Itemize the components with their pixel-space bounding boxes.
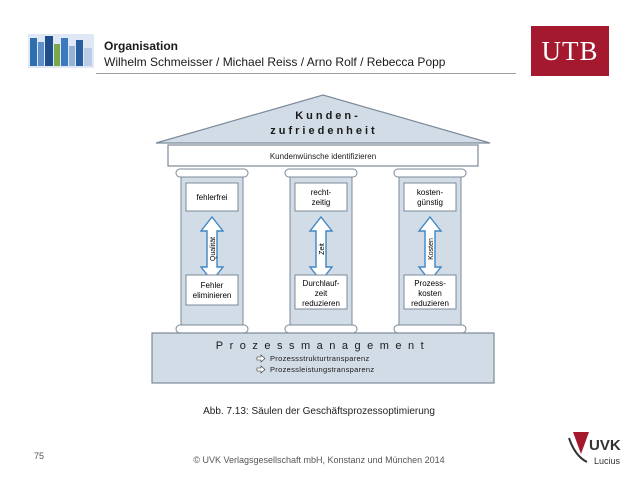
pillar-quality-bottom-line1: Fehler (201, 281, 224, 290)
page-number: 75 (34, 451, 45, 461)
foundation (151, 332, 495, 384)
foundation-item-2: Prozessleistungstransparenz (270, 365, 374, 374)
pillar-time-top-line1: recht- (311, 188, 332, 197)
foundation-item-1: Prozessstrukturtransparenz (270, 354, 370, 363)
book-stack-logo (28, 34, 94, 68)
pillar-cost: kosten- günstig Kosten Prozess- kosten r… (393, 168, 467, 334)
pillar-cost-top-line2: günstig (417, 198, 443, 207)
utb-logo: UTB (531, 26, 609, 76)
pillar-time-bottom-line1: Durchlauf- (303, 279, 340, 288)
header-authors: Wilhelm Schmeisser / Michael Reiss / Arn… (104, 55, 446, 69)
pillar-cost-bottom-line1: Prozess- (414, 279, 446, 288)
uvk-logo-text: UVK (589, 437, 621, 454)
pillar-quality-axis: Qualität (210, 237, 217, 261)
pillar-cost-axis: Kosten (428, 238, 435, 260)
pillar-quality-top-line1: fehlerfrei (196, 193, 227, 202)
pillar-quality-bottom-line2: eliminieren (193, 291, 232, 300)
footer-copyright: © UVK Verlagsgesellschaft mbH, Konstanz … (193, 455, 445, 465)
uvk-lucius-logo: UVK Lucius (568, 432, 621, 466)
outline-right-arrow-icon (256, 354, 266, 363)
header-divider (96, 73, 516, 74)
roof-text-line2: zufriedenheit (270, 125, 377, 137)
figure-caption: Abb. 7.13: Säulen der Geschäftsprozessop… (203, 406, 435, 417)
architrave-label: Kundenwünsche identifizieren (270, 152, 376, 161)
pillar-time-bottom-line3: reduzieren (302, 299, 340, 308)
process-temple-diagram: Kunden- zufriedenheit Kundenwünsche iden… (151, 94, 495, 384)
pillar-cost-top-line1: kosten- (417, 188, 444, 197)
lucius-logo-text: Lucius (594, 456, 621, 466)
roof-text-line1: Kunden- (295, 110, 361, 122)
pillar-quality: fehlerfrei Qualität Fehler eliminieren (175, 168, 249, 334)
pillar-time-axis: Zeit (319, 243, 326, 255)
roof (155, 94, 491, 144)
pillar-time-top-line2: zeitig (312, 198, 331, 207)
outline-right-arrow-icon (256, 365, 266, 374)
foundation-title: Prozessmanagement (216, 340, 430, 352)
pillar-time: recht- zeitig Zeit Durchlauf- zeit reduz… (284, 168, 358, 334)
pillar-cost-bottom-line2: kosten (418, 289, 442, 298)
architrave (167, 144, 479, 167)
pillar-cost-bottom-line3: reduzieren (411, 299, 449, 308)
pillar-time-bottom-line2: zeit (315, 289, 328, 298)
header-title: Organisation (104, 39, 179, 53)
